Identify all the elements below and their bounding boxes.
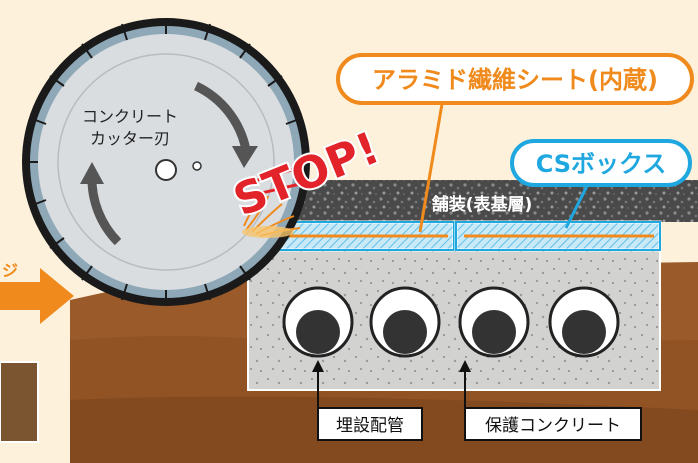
blade-label-line2: カッター刃 [90,129,170,148]
blade-label-line1: コンクリート [82,107,178,126]
inset-photo [0,361,39,443]
aramid-label: アラミド繊維シート(内蔵) [372,66,658,94]
buried-pipe-label: 埋設配管 [336,416,404,436]
protective-concrete-label: 保護コンクリート [485,416,621,436]
buried-pipe-callout: 埋設配管 [312,360,423,441]
csbox-label: CSボックス [536,150,667,178]
csbox-callout: CSボックス [510,139,692,229]
orange-arrow [0,268,74,324]
protective-concrete-callout: 保護コンクリート [459,360,642,441]
concrete-cutter-blade: コンクリート カッター刃 [22,18,310,306]
partial-label: ジ [2,261,18,280]
pavement-label: 舗装(表基層) [431,194,533,215]
buried-pipes [282,286,620,358]
aramid-callout: アラミド繊維シート(内蔵) [336,53,694,233]
